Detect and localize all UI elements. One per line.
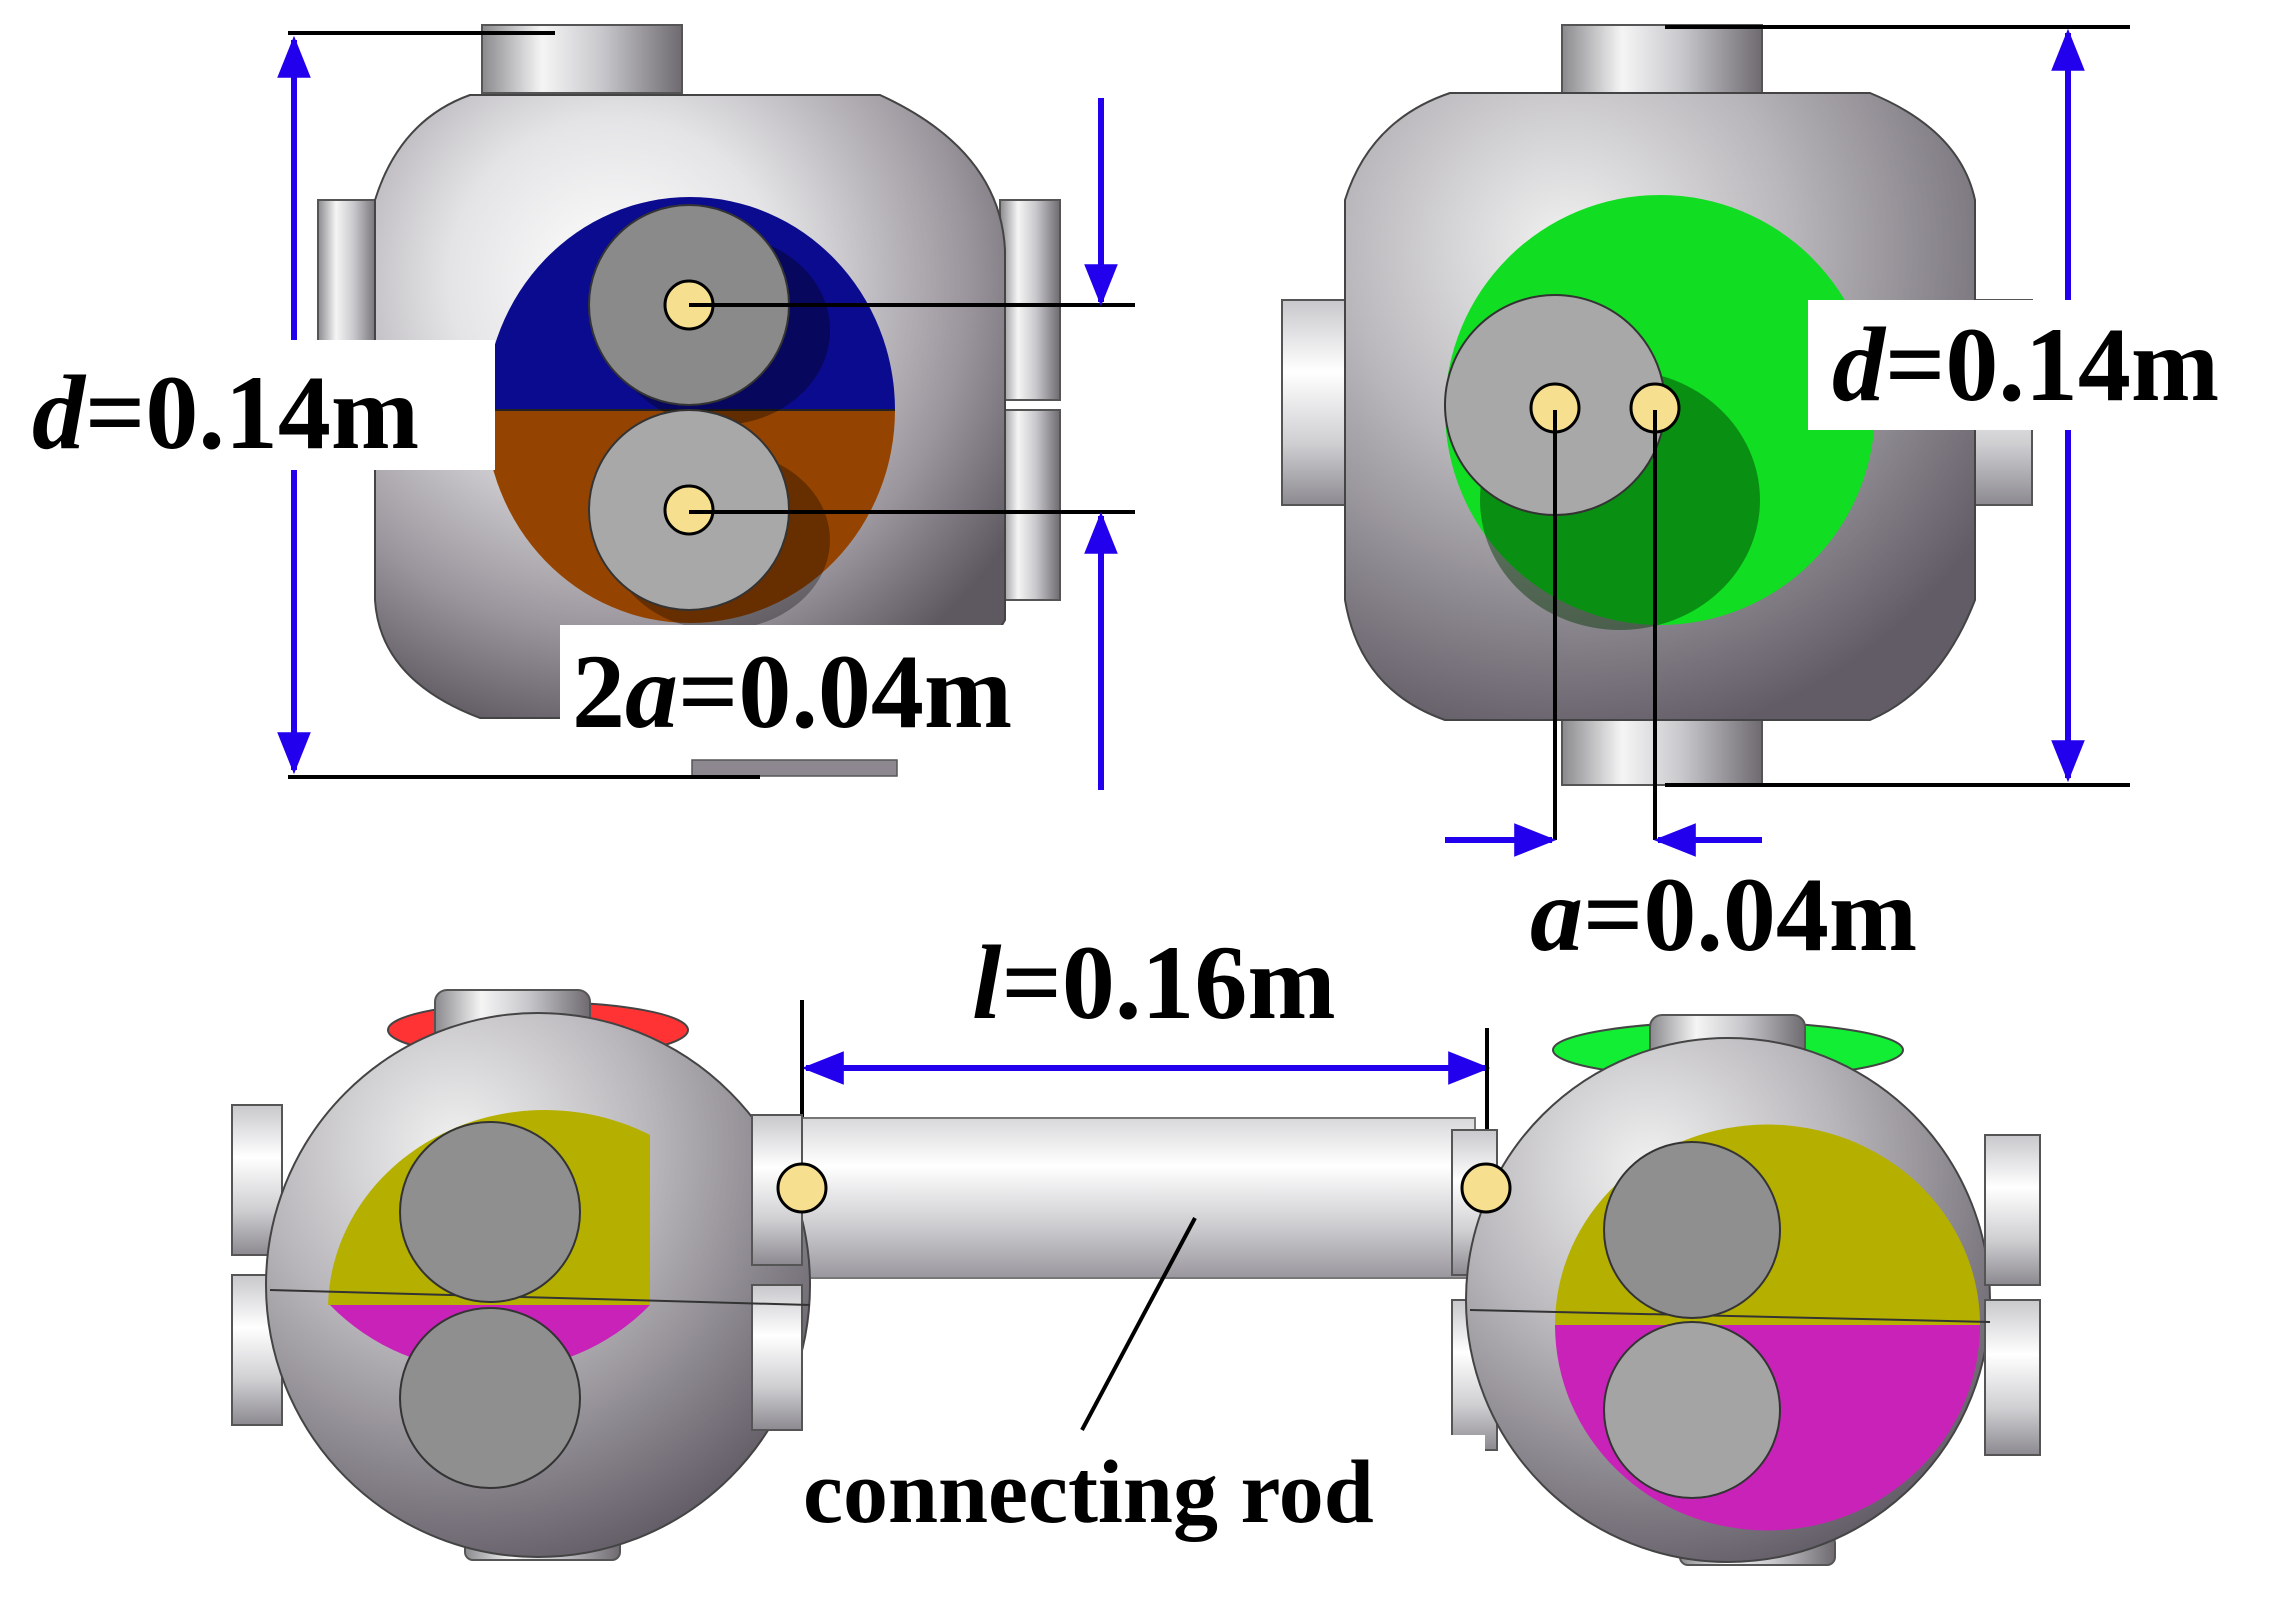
left-d-label-bg	[25, 340, 495, 470]
left-seam-line	[269, 1289, 811, 1306]
right-d-label: d=0.14m	[1832, 306, 2219, 423]
l-label: l=0.16m	[972, 924, 1336, 1041]
right-side-cyl-lower	[1984, 1299, 2041, 1456]
bottom-tab	[691, 759, 898, 777]
right-rod-pivot-icon	[1460, 1162, 1512, 1214]
rod-leader-line	[1080, 1217, 1197, 1431]
right-d-label-bg	[1808, 300, 2266, 430]
left-rod-pivot-icon	[776, 1162, 828, 1214]
connecting-rod	[774, 1117, 1476, 1279]
top-cylinder-right	[1561, 24, 1763, 94]
left-lower-roller	[399, 1307, 581, 1489]
right-upper-roller	[1603, 1141, 1781, 1319]
front-view-module	[288, 24, 1135, 779]
left-cylinder-right	[1281, 299, 1353, 506]
right-side-cyl-upper	[1984, 1134, 2041, 1286]
right-seam-line	[1469, 1309, 1991, 1323]
two-a-label-bg	[560, 625, 1065, 745]
rod-label-bg	[795, 1435, 1485, 1545]
two-a-label: 2a=0.04m	[572, 633, 1012, 750]
left-d-label: d=0.14m	[32, 354, 419, 471]
top-cylinder	[481, 24, 683, 94]
right-lower-roller	[1603, 1321, 1781, 1499]
left-right-cyl-lower	[751, 1284, 803, 1431]
a-label: a=0.04m	[1530, 856, 1917, 973]
side-view-module	[1281, 24, 2130, 840]
bottom-cylinder-right	[1561, 714, 1763, 786]
right-cylinder-lower	[999, 409, 1061, 601]
left-upper-roller	[399, 1121, 581, 1303]
right-cylinder	[999, 199, 1061, 401]
assembly-left-module	[231, 989, 828, 1561]
rod-label: connecting rod	[803, 1443, 1374, 1542]
assembly-right-module	[1451, 1014, 2041, 1566]
